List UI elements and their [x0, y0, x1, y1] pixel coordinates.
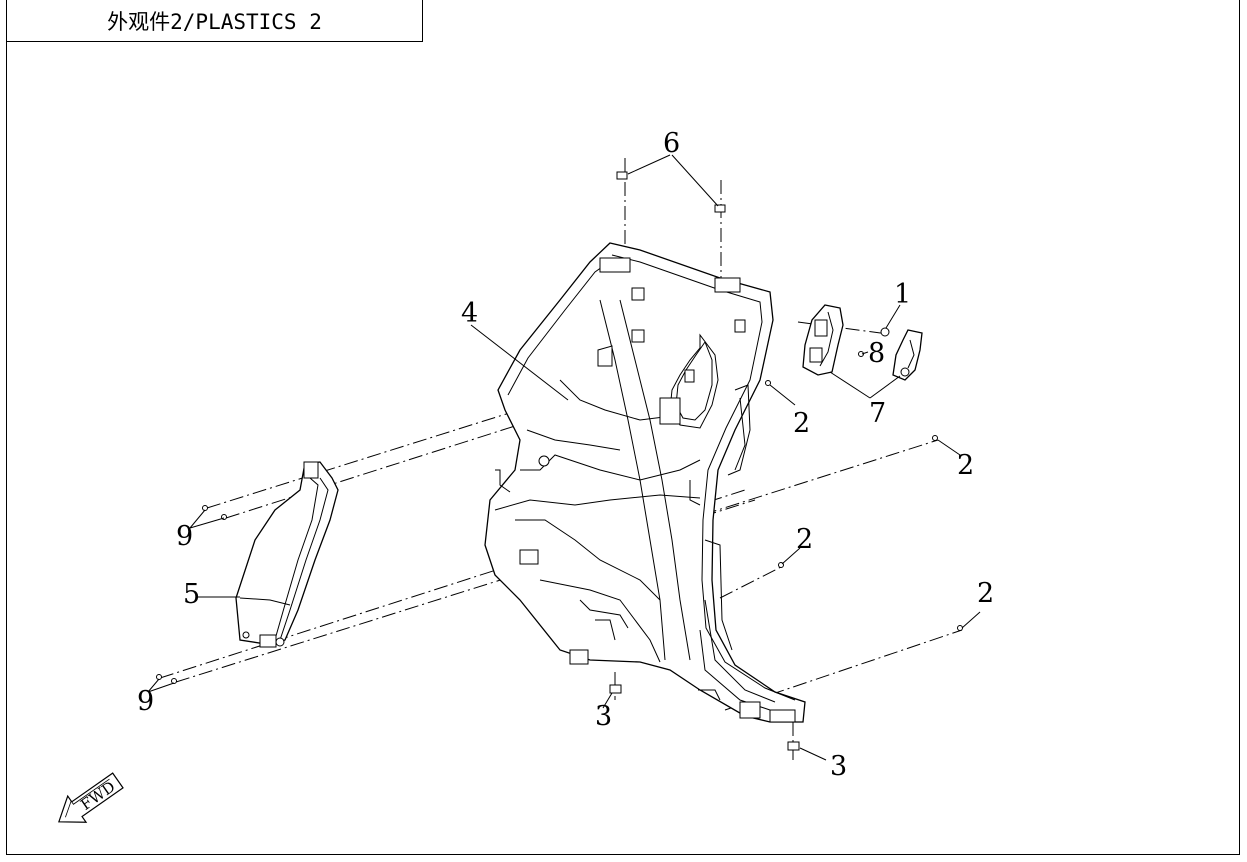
callout-8: 8: [868, 338, 885, 369]
side-panel-part-5: [235, 461, 339, 648]
clip-3a: [609, 684, 622, 694]
screw-2b: [932, 435, 938, 441]
screw-2a: [765, 380, 771, 386]
screw-9c: [156, 674, 162, 680]
callout-2a: 2: [793, 408, 810, 439]
clip-6a: [616, 171, 628, 180]
drawing-frame: [6, 0, 1240, 855]
fasteners: [156, 171, 963, 751]
callout-2c: 2: [796, 524, 813, 555]
bracket-part-7: [802, 304, 923, 381]
screw-2d: [957, 625, 963, 631]
clip-6b: [714, 204, 726, 213]
screw-9a: [202, 505, 208, 511]
callout-3a: 3: [595, 701, 612, 732]
nut-1: [880, 327, 890, 337]
screw-9d: [171, 678, 177, 684]
leader-lines: [147, 154, 981, 761]
callout-1: 1: [894, 279, 911, 310]
callout-7: 7: [869, 398, 886, 429]
callout-9b: 9: [137, 686, 154, 717]
callout-2b: 2: [957, 450, 974, 481]
callout-4: 4: [461, 298, 478, 329]
callout-6: 6: [663, 128, 680, 159]
callout-5: 5: [183, 579, 200, 610]
front-panel-part-4: [484, 242, 806, 723]
fwd-arrow-icon: FWD: [58, 772, 124, 823]
clip-3b: [787, 741, 800, 751]
callout-9a: 9: [176, 521, 193, 552]
callout-3b: 3: [830, 751, 847, 782]
callout-2d: 2: [977, 578, 994, 609]
diagram-title: 外观件2/PLASTICS 2: [6, 0, 423, 42]
callouts: 6 4 1 8 7 2 2 2 2 9 5 9 3 3: [137, 128, 994, 782]
